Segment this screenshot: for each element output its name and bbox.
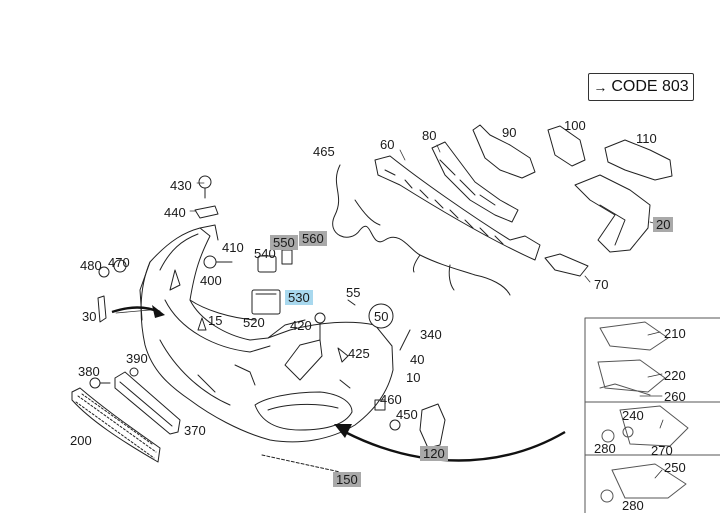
callout-250: 250	[664, 460, 686, 475]
callout-100: 100	[564, 118, 586, 133]
callout-200: 200	[70, 433, 92, 448]
mounting-bar	[374, 155, 541, 261]
callout-circle-50	[368, 303, 394, 329]
callout-110: 110	[636, 131, 657, 146]
callout-380: 380	[78, 364, 100, 379]
callout-400: 400	[200, 273, 222, 288]
part-90	[472, 124, 536, 179]
callout-480: 480	[80, 258, 102, 273]
callout-440: 440	[164, 205, 186, 220]
callout-10: 10	[406, 370, 421, 385]
callout-280-a: 280	[594, 441, 616, 456]
callout-240: 240	[622, 408, 644, 423]
callout-120: 120	[420, 446, 448, 461]
callout-390: 390	[126, 351, 148, 366]
callout-20: 20	[653, 217, 674, 232]
callout-465: 465	[313, 144, 335, 159]
callout-460: 460	[380, 392, 402, 407]
callout-260: 260	[664, 389, 686, 404]
part-100	[547, 125, 586, 167]
callout-470: 470	[108, 255, 130, 270]
control-unit	[251, 289, 281, 315]
callout-270: 270	[651, 443, 673, 458]
side-bracket	[574, 174, 651, 253]
direction-arrows	[111, 306, 566, 462]
callout-60: 60	[380, 137, 395, 152]
callout-420: 420	[290, 318, 312, 333]
variant-panel	[584, 317, 720, 513]
wiring-harness	[332, 164, 511, 296]
arrow-icon: →	[593, 79, 608, 95]
part-110	[604, 139, 673, 181]
callout-90: 90	[502, 125, 517, 140]
callout-550: 550	[270, 235, 298, 250]
code-label: CODE 803	[611, 78, 689, 95]
callout-370: 370	[184, 423, 206, 438]
callout-15: 15	[208, 313, 223, 328]
callout-80: 80	[422, 128, 437, 143]
callout-55: 55	[346, 285, 361, 300]
part-30	[97, 295, 107, 323]
plate-bracket	[114, 371, 181, 435]
arrow-head-left	[152, 305, 165, 318]
callout-430: 430	[170, 178, 192, 193]
lower-grille	[71, 387, 161, 463]
callout-410: 410	[222, 240, 244, 255]
part-70	[544, 253, 589, 277]
callout-425: 425	[348, 346, 370, 361]
part-150	[261, 454, 341, 473]
callout-40: 40	[410, 352, 425, 367]
leader-lines	[115, 144, 664, 479]
fasteners	[89, 175, 411, 431]
callout-280-b: 280	[622, 498, 644, 513]
callout-340: 340	[420, 327, 442, 342]
callout-70: 70	[594, 277, 609, 292]
code-803-box: → CODE 803	[588, 73, 694, 101]
callout-560: 560	[299, 231, 327, 246]
part-120	[419, 403, 446, 449]
callout-30: 30	[82, 309, 97, 324]
callout-150: 150	[333, 472, 361, 487]
callout-50: 50	[374, 309, 389, 324]
arrow-head-right	[334, 424, 352, 438]
callout-220: 220	[664, 368, 686, 383]
callout-530: 530	[285, 290, 313, 305]
support-bracket	[431, 141, 519, 223]
callout-450: 450	[396, 407, 418, 422]
part-540	[257, 249, 293, 273]
callout-210: 210	[664, 326, 686, 341]
bumper-cover	[139, 224, 394, 443]
callout-520: 520	[243, 315, 265, 330]
